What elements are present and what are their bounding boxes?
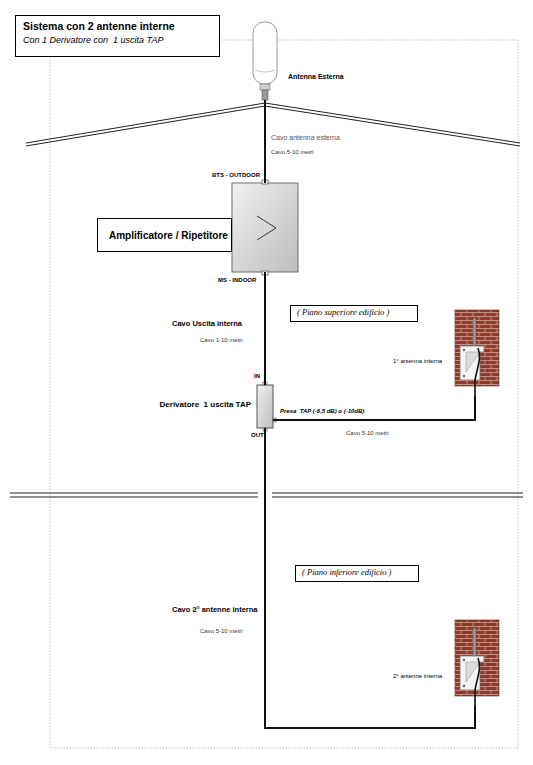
node-text: 2° antenne interna — [393, 673, 442, 680]
cable-length: Cavo 5-10 metri — [200, 628, 243, 635]
roof — [26, 103, 520, 146]
dotted-frame — [50, 40, 518, 748]
floor-label-box: ( Piano inferiore edificio ) — [295, 565, 419, 582]
coax-cable — [273, 396, 475, 420]
indoor-antenna-node: 1° antenna interna — [452, 308, 502, 396]
floor-slab — [10, 493, 523, 497]
node-text: 1° antenna interna — [393, 358, 442, 365]
coax-cable — [264, 272, 266, 385]
amplifier-body — [232, 180, 298, 275]
amplifier-box: BTS - OUTDOORMS - INDOOR — [232, 183, 298, 272]
node-text: Antenna Esterna — [288, 73, 344, 81]
floor-label-box: ( Piano superiore edificio ) — [290, 305, 418, 322]
wall-antenna-2 — [455, 620, 499, 706]
indoor-antenna-node: 2° antenne interna — [452, 618, 502, 706]
node-text: MS - INDOOR — [218, 277, 256, 284]
node-text: Sistema con 2 antenne interne — [23, 20, 175, 32]
cable-label: Cavo Uscita interna — [172, 320, 242, 329]
node-text: Amplificatore / Ripetitore — [109, 230, 228, 242]
port-label: IN — [254, 373, 260, 380]
tap-label: Presa TAP (-6,5 dB) o (-10dB) — [280, 408, 364, 415]
splitter-box: Derivatore 1 uscita TAP — [257, 385, 273, 428]
cable-length: Cavo 5-10 metri — [271, 149, 314, 156]
node-text: BTS - OUTDOOR — [212, 172, 260, 179]
node-text: Derivatore 1 uscita TAP — [160, 400, 251, 409]
splitter-body — [257, 382, 276, 431]
cable-label: Cavo 2° antenne interna — [172, 606, 258, 615]
amplifier-label-box: Amplificatore / Ripetitore — [97, 218, 232, 252]
external-antenna — [253, 22, 277, 100]
node-text: ( Piano superiore edificio ) — [297, 308, 389, 318]
wall-antenna-1 — [455, 310, 499, 396]
external-antenna-node: Antenna Esterna — [248, 18, 282, 100]
port-label: OUT — [251, 432, 264, 439]
cable-length: Cavo 5-10 metri — [346, 430, 389, 437]
coax-cable — [264, 100, 266, 183]
node-text: ( Piano inferiore edificio ) — [302, 568, 391, 578]
node-text: Con 1 Derivatore con 1 uscita TAP — [23, 35, 163, 45]
title-box: Sistema con 2 antenne interneCon 1 Deriv… — [15, 15, 220, 57]
coax-cable — [265, 428, 475, 728]
cable-length: Cavo 1-10 metri — [200, 337, 243, 344]
cable-label: Cavo antenna esterna — [271, 134, 340, 142]
